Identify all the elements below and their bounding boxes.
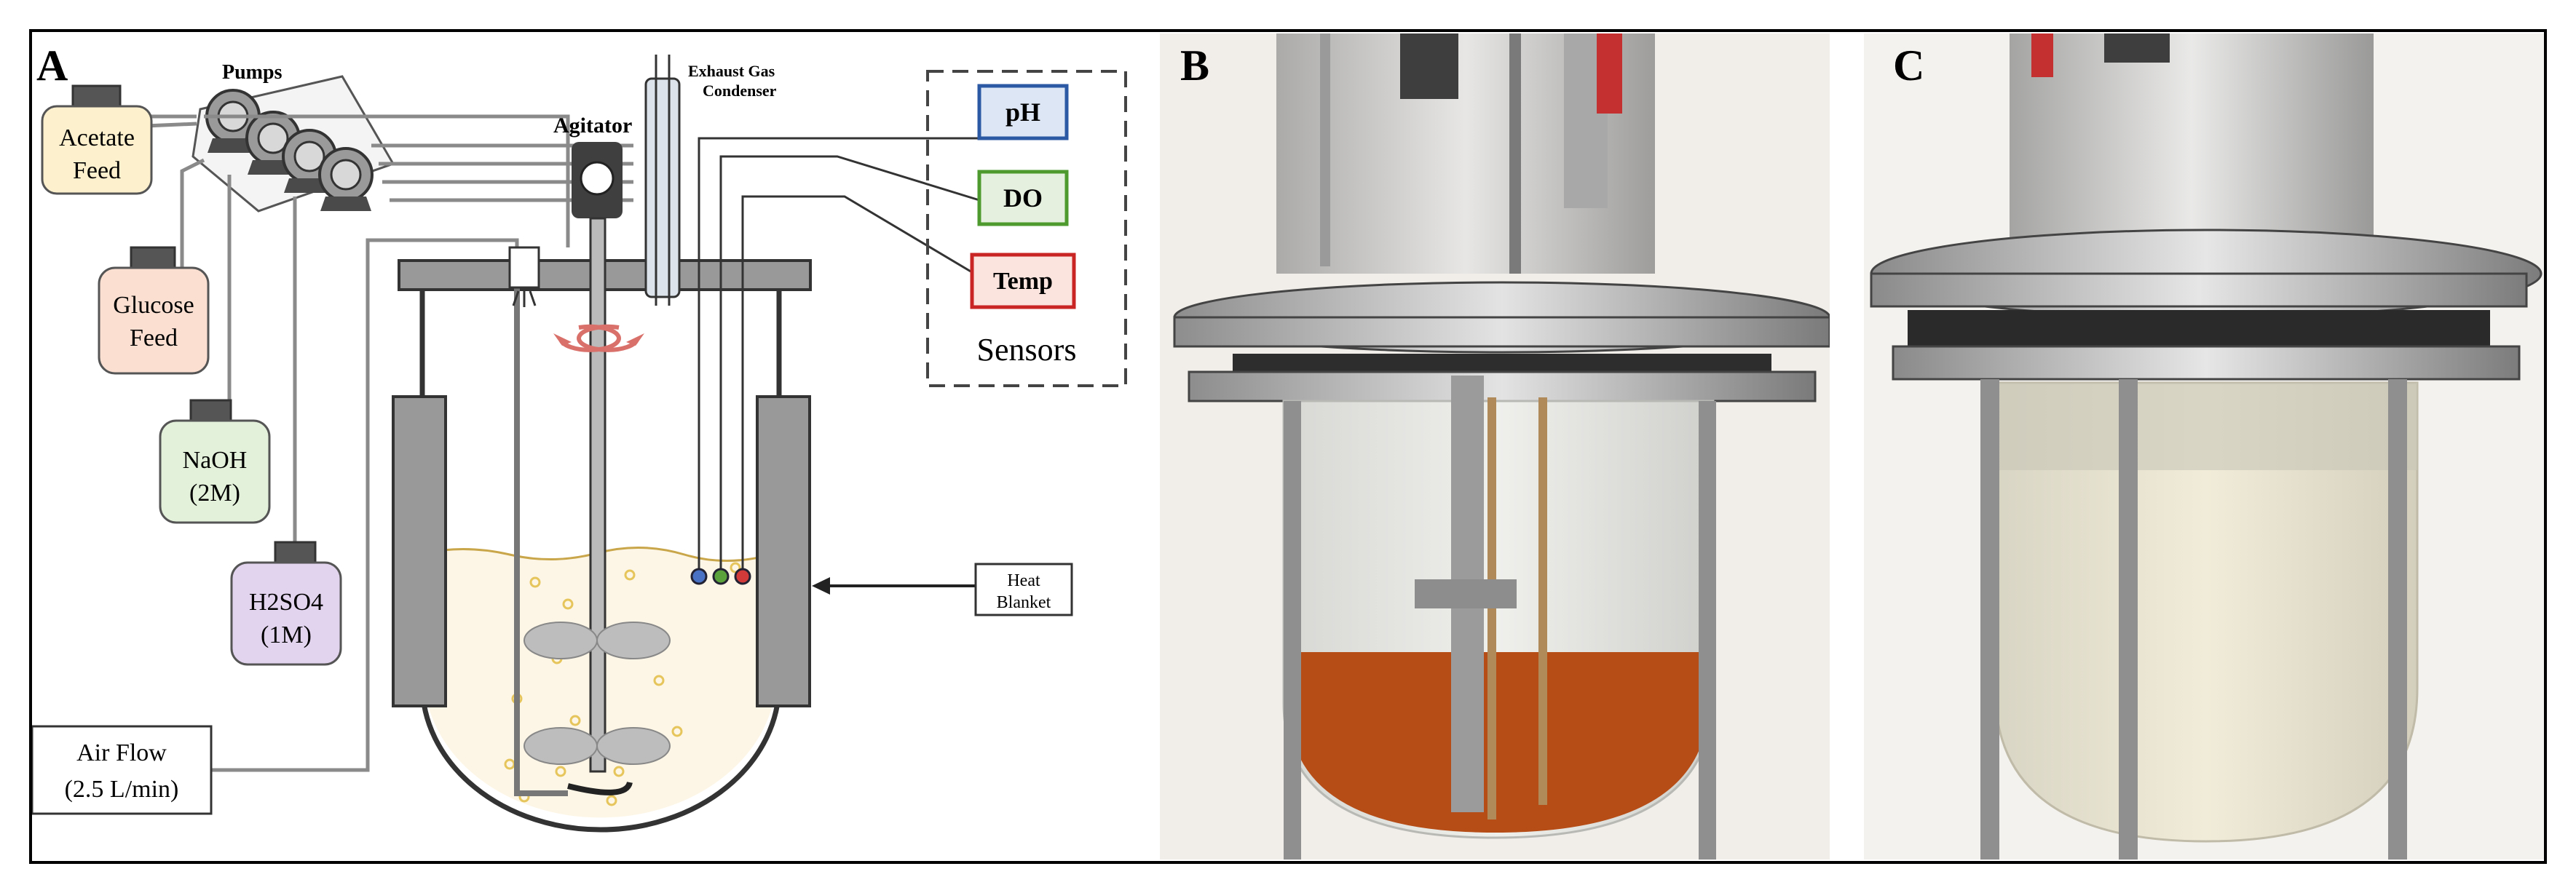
temp-sensor bbox=[970, 253, 1076, 309]
panel-c-letter: C bbox=[1893, 41, 1925, 90]
ph-sensor bbox=[977, 84, 1069, 140]
temp-label: Temp bbox=[993, 268, 1053, 295]
h2so4-label-line2: (1M) bbox=[261, 622, 312, 648]
exhaust-label-line2: Condenser bbox=[703, 82, 777, 100]
heat-blanket-left bbox=[392, 395, 447, 707]
naoh-bottle: NaOH (2M) bbox=[159, 399, 271, 524]
heat-label-line2: Blanket bbox=[997, 593, 1051, 612]
acetate-label-line2: Feed bbox=[73, 157, 121, 184]
exhaust-label-line1: Exhaust Gas bbox=[688, 62, 775, 80]
panel-a-letter: A bbox=[36, 41, 68, 90]
glucose-feed-bottle: Glucose Feed bbox=[98, 246, 210, 375]
exhaust-condenser: Exhaust Gas Condenser bbox=[644, 55, 777, 306]
acetate-label-line1: Acetate bbox=[59, 124, 135, 151]
sparger-line bbox=[514, 284, 568, 796]
do-label: DO bbox=[1003, 183, 1043, 213]
panel-a-schematic: A Pumps bbox=[32, 41, 1127, 833]
sensors-label: Sensors bbox=[977, 332, 1077, 368]
heat-blanket-right bbox=[756, 395, 811, 707]
orange-broth bbox=[1288, 652, 1709, 833]
temp-probe-tip bbox=[734, 568, 751, 585]
panel-b-photo: B bbox=[1160, 33, 1830, 860]
sensors-box: pH DO Temp Sensors bbox=[926, 70, 1127, 387]
h2so4-bottle: H2SO4 (1M) bbox=[230, 541, 342, 666]
naoh-label-line1: NaOH bbox=[183, 447, 248, 474]
rotation-arrow-icon bbox=[553, 324, 644, 352]
glucose-label-line1: Glucose bbox=[113, 292, 194, 319]
ph-probe-tip bbox=[690, 568, 708, 585]
air-flow-box: Air Flow (2.5 L/min) bbox=[32, 725, 213, 815]
agitator: Agitator bbox=[524, 114, 671, 773]
acetate-feed-bottle: Acetate Feed bbox=[41, 84, 153, 195]
heat-label-line1: Heat bbox=[1007, 571, 1040, 590]
sensor-probes bbox=[690, 137, 980, 585]
glucose-label-line2: Feed bbox=[130, 325, 178, 352]
panel-c-photo: C bbox=[1864, 33, 2544, 860]
agitator-shaft bbox=[589, 217, 607, 773]
pump-4 bbox=[318, 147, 374, 211]
panel-b-letter: B bbox=[1180, 41, 1210, 90]
naoh-label-line2: (2M) bbox=[189, 480, 240, 507]
agitator-label: Agitator bbox=[553, 114, 632, 138]
sparger-head bbox=[567, 781, 633, 795]
do-probe-tip bbox=[712, 568, 730, 585]
air-flow-line2: (2.5 L/min) bbox=[65, 776, 179, 803]
h2so4-label-line1: H2SO4 bbox=[249, 589, 323, 616]
do-sensor bbox=[977, 170, 1069, 226]
ph-label: pH bbox=[1005, 98, 1040, 127]
air-flow-line1: Air Flow bbox=[76, 739, 167, 766]
heat-blanket-callout: Heat Blanket bbox=[812, 563, 1073, 616]
feed-inlet bbox=[508, 246, 540, 307]
pumps-label: Pumps bbox=[222, 61, 283, 84]
pump-group: Pumps bbox=[191, 61, 395, 213]
